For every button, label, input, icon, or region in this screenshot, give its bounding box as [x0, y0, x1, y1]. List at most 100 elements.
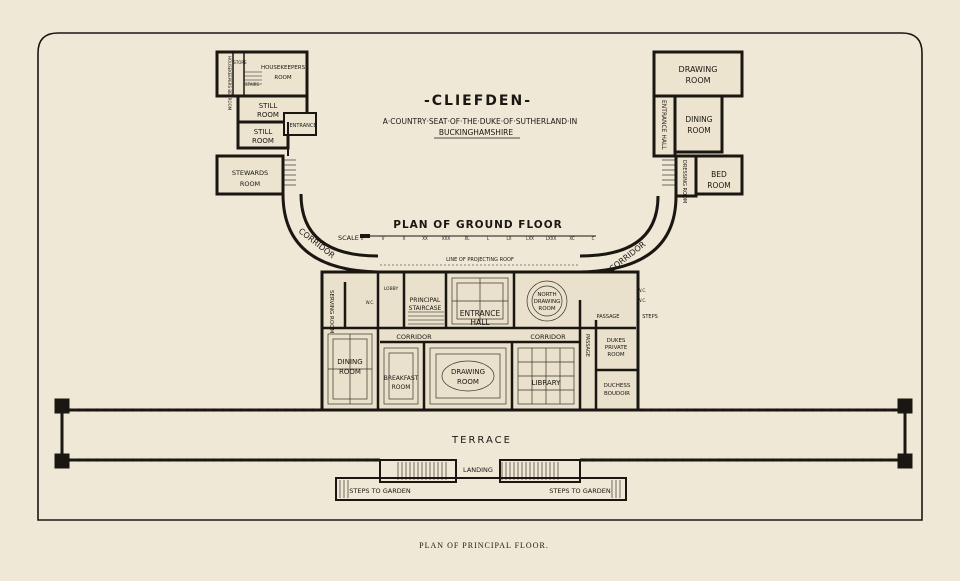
east-corridor-label: CORRIDOR	[608, 240, 648, 274]
baluster	[883, 408, 887, 412]
bed-room-label: BED	[711, 170, 727, 179]
baluster	[861, 458, 865, 462]
baluster	[766, 408, 770, 412]
baluster	[275, 458, 279, 462]
north-drawing-room-label-3: ROOM	[538, 306, 555, 312]
baluster	[239, 458, 243, 462]
baluster	[672, 458, 676, 462]
baluster	[113, 408, 117, 412]
baluster	[748, 408, 752, 412]
baluster	[699, 458, 703, 462]
baluster	[856, 408, 860, 412]
baluster	[771, 458, 775, 462]
baluster	[257, 408, 261, 412]
baluster	[176, 458, 180, 462]
garden-steps	[335, 459, 627, 501]
east-dining-room-label-2: ROOM	[687, 126, 711, 135]
baluster	[744, 458, 748, 462]
scale-mark: LX	[507, 236, 512, 241]
baluster	[311, 458, 315, 462]
baluster	[874, 408, 878, 412]
baluster	[212, 408, 216, 412]
baluster	[645, 458, 649, 462]
baluster	[721, 408, 725, 412]
baluster	[113, 458, 117, 462]
baluster	[122, 408, 126, 412]
baluster	[780, 458, 784, 462]
dukes-private-room-label: DUKES	[607, 338, 626, 344]
scale-mark: L	[487, 236, 490, 241]
baluster	[131, 408, 135, 412]
baluster	[266, 458, 270, 462]
baluster	[730, 408, 734, 412]
mid-west-corridor-label: CORRIDOR	[396, 333, 432, 341]
mid-east-corridor-label: CORRIDOR	[530, 333, 566, 341]
bed-room-label-2: ROOM	[707, 181, 731, 190]
baluster	[784, 408, 788, 412]
baluster	[221, 458, 225, 462]
baluster	[649, 408, 653, 412]
baluster	[257, 458, 261, 462]
baluster	[658, 408, 662, 412]
east-wing-stairs	[662, 159, 676, 186]
baluster	[68, 458, 72, 462]
dining-room-label: DINING	[337, 358, 362, 366]
baluster	[820, 408, 824, 412]
baluster	[203, 408, 207, 412]
scale-mark: X	[361, 236, 364, 241]
baluster	[694, 408, 698, 412]
still-room-a-label-2: ROOM	[257, 111, 279, 119]
dukes-private-room-label-2: PRIVATE	[605, 345, 628, 351]
baluster	[158, 408, 162, 412]
baluster	[793, 408, 797, 412]
baluster	[636, 458, 640, 462]
scale-mark: LXXX	[546, 236, 557, 241]
west-wing-stairs	[244, 71, 296, 186]
baluster	[347, 458, 351, 462]
baluster	[212, 458, 216, 462]
baluster	[708, 458, 712, 462]
plan-main-title: -CLIEFDEN-	[424, 93, 532, 109]
baluster	[374, 458, 378, 462]
baluster	[158, 458, 162, 462]
baluster	[618, 458, 622, 462]
step-treads	[339, 462, 621, 498]
serving-room-label: SERVING ROOM	[328, 290, 334, 333]
baluster	[338, 458, 342, 462]
scale-mark: LXX	[526, 236, 534, 241]
west-entrance-label: ENTRANCE	[289, 123, 316, 129]
baluster	[897, 458, 901, 462]
baluster	[203, 458, 207, 462]
baluster	[798, 458, 802, 462]
baluster	[194, 408, 198, 412]
baluster	[230, 458, 234, 462]
west-wc-label: W.C.	[366, 300, 375, 305]
baluster	[640, 408, 644, 412]
passage-label: PASSAGE	[597, 314, 620, 320]
housekeepers-bedroom-label: HOUSEKEEPERS BEDROOM	[227, 56, 232, 111]
dukes-private-room-label-3: ROOM	[607, 352, 624, 358]
baluster	[735, 458, 739, 462]
baluster	[717, 458, 721, 462]
dining-room-label-2: ROOM	[339, 368, 361, 376]
baluster	[149, 458, 153, 462]
baluster	[807, 458, 811, 462]
baluster	[302, 408, 306, 412]
baluster	[167, 408, 171, 412]
baluster	[167, 458, 171, 462]
dressing-room-label: DRESSING ROOM	[681, 160, 687, 203]
passage-vertical-label: PASSAGE	[584, 334, 590, 357]
baluster	[221, 408, 225, 412]
ground-floor-heading: PLAN OF GROUND FLOOR	[393, 219, 562, 231]
projecting-roof-note: LINE OF PROJECTING ROOF	[446, 257, 514, 263]
drawing-room-label-2: ROOM	[457, 378, 479, 386]
west-corridor-label: CORRIDOR	[297, 226, 337, 260]
east-entrance-hall-label: ENTRANCE HALL	[660, 100, 667, 150]
baluster	[77, 458, 81, 462]
baluster	[703, 408, 707, 412]
entrance-hall-label: ENTRANCE	[460, 309, 501, 318]
baluster	[582, 458, 586, 462]
baluster	[104, 458, 108, 462]
north-drawing-room-label-2: DRAWING	[534, 299, 561, 305]
scale-mark: XL	[465, 236, 471, 241]
